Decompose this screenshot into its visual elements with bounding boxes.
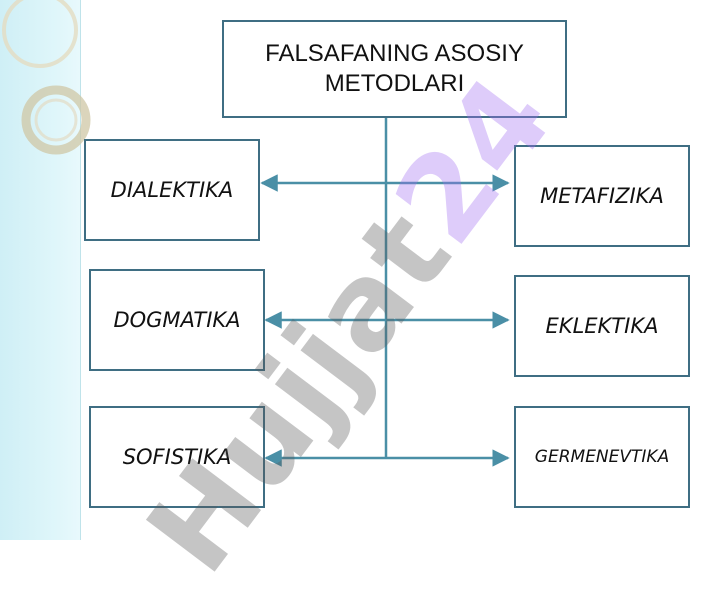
method-label-dialektika: DIALEKTIKA xyxy=(110,178,234,202)
method-label-dogmatika: DOGMATIKA xyxy=(113,308,241,332)
method-box-eklektika: EKLEKTIKA xyxy=(514,275,690,377)
title-box: FALSAFANING ASOSIY METODLARI xyxy=(222,20,567,118)
method-box-germenevtika: GERMENEVTIKA xyxy=(514,406,690,508)
method-label-eklektika: EKLEKTIKA xyxy=(545,314,659,338)
method-label-sofistika: SOFISTIKA xyxy=(122,445,232,469)
decorative-rings xyxy=(2,0,91,155)
method-box-sofistika: SOFISTIKA xyxy=(89,406,265,508)
method-box-metafizika: METAFIZIKA xyxy=(514,145,690,247)
method-box-dogmatika: DOGMATIKA xyxy=(89,269,265,371)
method-box-dialektika: DIALEKTIKA xyxy=(84,139,260,241)
decoration-and-connectors xyxy=(2,0,510,467)
method-label-germenevtika: GERMENEVTIKA xyxy=(534,447,670,467)
method-label-metafizika: METAFIZIKA xyxy=(540,184,664,208)
title-text: FALSAFANING ASOSIY METODLARI xyxy=(265,40,524,97)
